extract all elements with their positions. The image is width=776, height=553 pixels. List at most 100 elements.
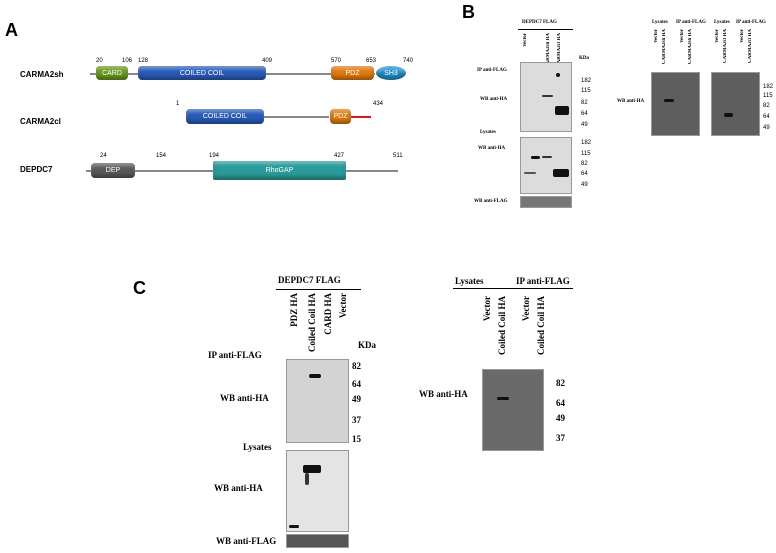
panel-a-label: A <box>5 20 18 40</box>
band <box>531 156 540 159</box>
carma2cl-pos-434: 434 <box>373 101 384 107</box>
c-right-mw-4: 37 <box>556 433 565 443</box>
b-left-mw-top-3: 82 <box>581 100 588 106</box>
c-left-lysate-blot <box>286 450 349 532</box>
b-right-blot1-lane-1: Vector <box>654 29 659 43</box>
b-left-lysate-blot <box>520 137 572 194</box>
depdc7-pos-511: 511 <box>393 153 403 159</box>
carma2sh-pos-106: 106 <box>122 58 133 64</box>
carma2sh-pos-653: 653 <box>366 58 377 64</box>
depdc7-pos-427: 427 <box>334 153 345 159</box>
b-right-mw-4: 64 <box>763 114 770 120</box>
c-right-ip: IP anti-FLAG <box>516 276 570 286</box>
band <box>309 374 321 378</box>
b-right-wb-ha-label: WB anti-HA <box>617 99 645 104</box>
b-right-blot2-ip: IP anti-FLAG <box>736 20 766 25</box>
carma2sh-pos-570: 570 <box>331 58 342 64</box>
b-right-blot2-lane-2: CARMA2cl HA <box>723 29 728 64</box>
b-left-flag-blot <box>520 196 572 208</box>
c-right-lane-4: Coiled Coil HA <box>536 296 546 356</box>
c-left-flag-blot <box>286 534 349 548</box>
b-right-blot2-lane-1: Vector <box>715 29 720 43</box>
panel-b-label: B <box>462 2 475 22</box>
c-right-header-rule <box>453 288 573 289</box>
carma2sh-card-domain: CARD <box>96 66 128 80</box>
b-left-wb-ha2-label: WB anti-HA <box>478 146 506 151</box>
b-right-blot2-lane-3: Vector <box>740 29 745 43</box>
b-left-mw-bottom-1: 182 <box>581 140 592 146</box>
b-left-wb-ha-label: WB anti-HA <box>480 97 508 102</box>
b-right-mw-3: 82 <box>763 103 770 109</box>
band <box>553 169 569 177</box>
depdc7-pos-24: 24 <box>100 153 107 159</box>
b-right-blot1-lane-3: Vector <box>680 29 685 43</box>
band <box>542 156 552 158</box>
c-right-mw-3: 49 <box>556 413 565 423</box>
b-left-ip-label: IP anti-FLAG <box>477 68 507 73</box>
b-right-blot1-ip: IP anti-FLAG <box>676 20 706 25</box>
b-left-mw-top-4: 64 <box>581 111 588 117</box>
carma2cl-pdz-domain: PDZ <box>330 109 351 124</box>
b-left-mw-bottom-2: 115 <box>581 151 591 157</box>
carma2sh-pos-409: 409 <box>262 58 273 64</box>
band <box>303 465 321 473</box>
c-left-ip-label: IP anti-FLAG <box>208 350 262 360</box>
b-left-lysates-label: Lysates <box>480 130 496 135</box>
panel-c-label: C <box>133 278 146 298</box>
protein-name-carma2sh: CARMA2sh <box>20 70 64 79</box>
c-left-header-rule <box>276 289 361 290</box>
depdc7-dep-domain: DEP <box>91 163 135 178</box>
b-right-blot1-lysates: Lysates <box>652 20 668 25</box>
c-right-lane-3: Vector <box>521 296 531 322</box>
b-left-lane-1: Vector <box>523 33 528 47</box>
c-left-lane-3: CARD HA <box>323 293 333 335</box>
carma2cl-pos-1: 1 <box>176 101 180 107</box>
c-right-lysates: Lysates <box>455 276 484 286</box>
b-right-blot2-lysates: Lysates <box>714 20 730 25</box>
c-right-mw-1: 82 <box>556 378 565 388</box>
band <box>556 73 560 77</box>
depdc7-rhogap-domain: RhoGAP <box>213 161 346 180</box>
c-left-ip-blot <box>286 359 349 443</box>
c-right-lane-2: Coiled Coil HA <box>497 296 507 356</box>
b-left-mw-top-2: 115 <box>581 88 591 94</box>
c-right-blot <box>482 369 544 451</box>
b-left-kda: KDa <box>579 56 589 61</box>
carma2sh-pos-20: 20 <box>96 58 103 64</box>
band <box>305 473 309 485</box>
c-left-lane-1: PDZ HA <box>289 293 299 327</box>
b-left-mw-bottom-5: 49 <box>581 182 588 188</box>
c-left-mw-2: 64 <box>352 379 361 389</box>
c-left-lane-4: Vector <box>338 293 348 319</box>
c-left-wb-ha-label: WB anti-HA <box>220 393 269 403</box>
b-left-header: DEPDC7 FLAG <box>522 20 557 25</box>
b-right-mw-2: 115 <box>763 93 773 99</box>
b-right-mw-1: 182 <box>763 84 774 90</box>
band <box>724 113 733 117</box>
depdc7-pos-154: 154 <box>156 153 167 159</box>
c-right-wb-ha-label: WB anti-HA <box>419 389 468 399</box>
c-left-lysates-label: Lysates <box>243 442 272 452</box>
c-left-kda: KDa <box>358 340 376 350</box>
carma2sh-sh3-domain: SH3 <box>376 66 406 80</box>
b-right-blot2 <box>711 72 760 136</box>
c-right-lane-1: Vector <box>482 296 492 322</box>
c-left-mw-4: 37 <box>352 415 361 425</box>
b-left-header-rule <box>518 29 573 30</box>
c-left-mw-3: 49 <box>352 394 361 404</box>
carma2sh-pos-740: 740 <box>403 58 414 64</box>
c-left-lane-2: Coiled Coil HA <box>307 293 317 353</box>
carma2cl-coiled-coil-domain: COILED COIL <box>186 109 264 124</box>
carma2sh-coiled-coil-domain: COILED COIL <box>138 66 266 80</box>
c-left-wb-ha2-label: WB anti-HA <box>214 483 263 493</box>
band <box>542 95 553 97</box>
band <box>497 397 509 400</box>
band <box>555 106 569 115</box>
b-left-mw-top-1: 182 <box>581 78 592 84</box>
b-left-mw-top-5: 49 <box>581 122 588 128</box>
b-left-mw-bottom-4: 64 <box>581 171 588 177</box>
c-left-header: DEPDC7 FLAG <box>278 275 341 285</box>
depdc7-pos-194: 194 <box>209 153 220 159</box>
band <box>524 172 536 174</box>
b-right-blot1 <box>651 72 700 136</box>
